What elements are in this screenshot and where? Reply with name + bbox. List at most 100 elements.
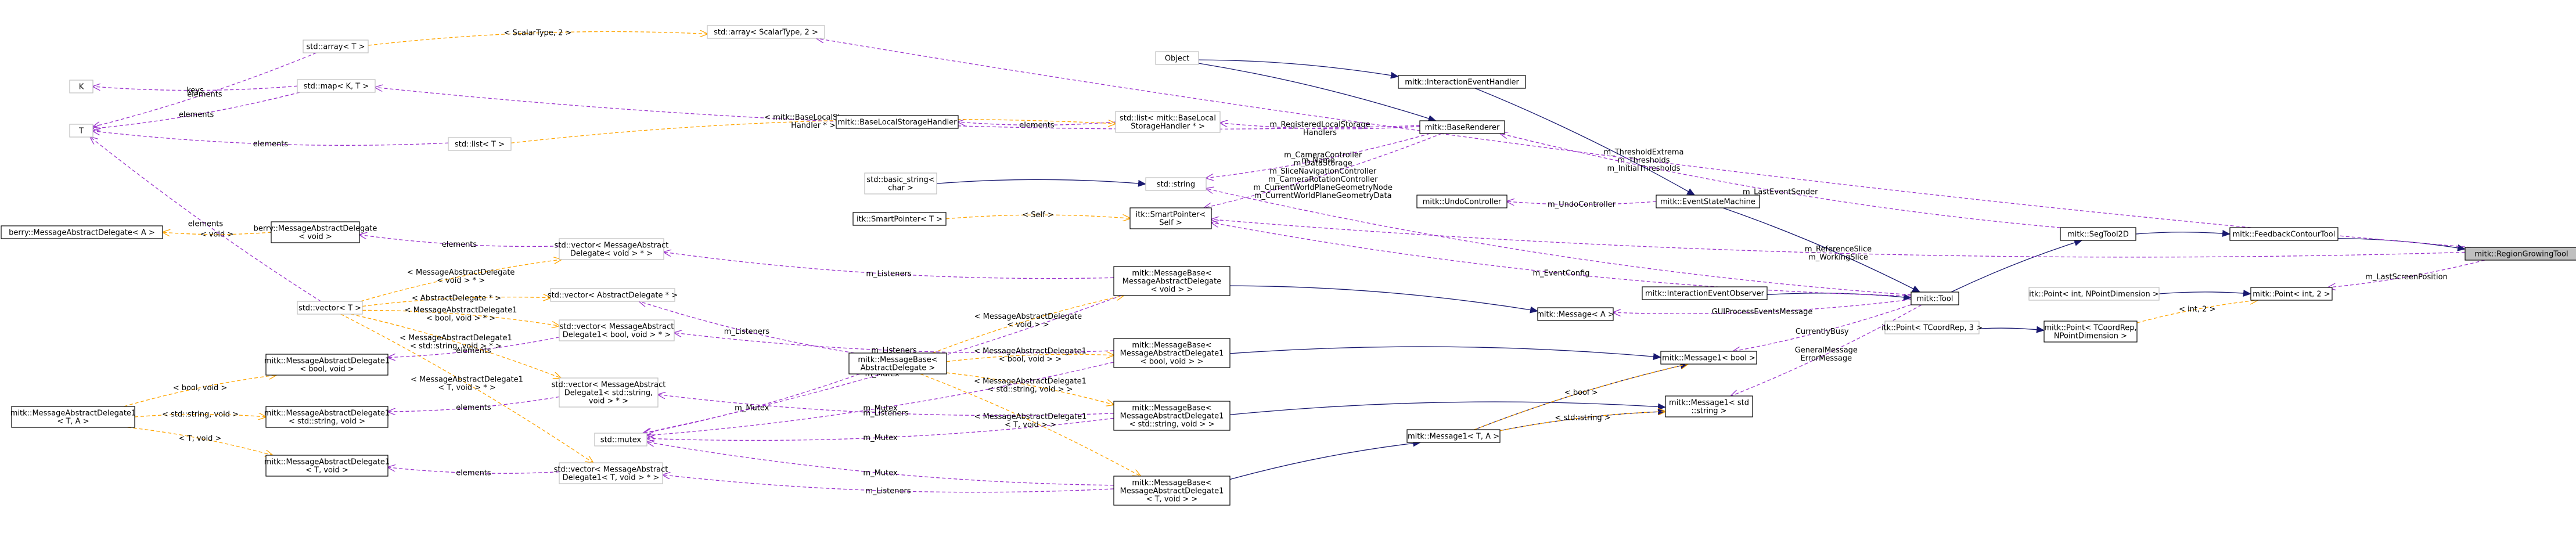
node-bstr[interactable]: std::basic_string<char > <box>864 172 937 195</box>
edge-line <box>1229 401 1666 415</box>
edge-line <box>1474 88 1696 196</box>
node-vecMAD1T[interactable]: std::vector< MessageAbstractDelegate1< T… <box>554 462 668 484</box>
edge-usage: m_LastEventSender <box>1500 134 2061 228</box>
edge-line <box>946 354 1114 362</box>
edge-template: < ScalarType, 2 > <box>368 29 707 46</box>
edge-template: < AbstractDelegate * > <box>362 294 551 307</box>
node-mbs[interactable]: mitk::MessageBase<MessageAbstractDelegat… <box>1113 401 1231 431</box>
node-label: < bool, void > > <box>1141 358 1204 366</box>
edge-inherit <box>1474 88 1696 196</box>
edge-label: m_Listeners <box>724 327 769 336</box>
node-undo[interactable]: mitk::UndoController <box>1416 195 1508 208</box>
node-box <box>707 25 825 39</box>
node-vecMADv[interactable]: std::vector< MessageAbstractDelegate< vo… <box>555 238 669 260</box>
node-mbAD[interactable]: mitk::MessageBase<AbstractDelegate > <box>848 352 947 375</box>
node-arrST2[interactable]: std::array< ScalarType, 2 > <box>707 25 825 39</box>
node-mad1TA[interactable]: mitk::MessageAbstractDelegate1< T, A > <box>10 406 136 428</box>
node-bmad[interactable]: berry::MessageAbstractDelegate< A > <box>1 225 163 239</box>
node-msg1b[interactable]: mitk::Message1< bool > <box>1660 351 1757 365</box>
edge-label: < T, void > <box>179 434 222 443</box>
edge-line <box>134 414 266 417</box>
node-label: mitk::Message1< bool > <box>1662 354 1755 363</box>
node-mpt[interactable]: mitk::Point< TCoordRep,NPointDimension > <box>2043 321 2138 343</box>
node-K[interactable]: K <box>69 80 93 93</box>
node-label: berry::MessageAbstractDelegate< A > <box>9 229 155 237</box>
edge-usage: m_Listeners <box>639 301 855 354</box>
edge-label: keys <box>186 87 204 95</box>
node-bmadv[interactable]: berry::MessageAbstractDelegate< void > <box>254 221 377 243</box>
node-blsh[interactable]: mitk::BaseLocalStorageHandler <box>836 115 959 129</box>
node-br[interactable]: mitk::BaseRenderer <box>1419 120 1505 134</box>
nodes-layer: mitk::RegionGrowingTool mitk::FeedbackCon… <box>1 25 2576 506</box>
node-itkspT[interactable]: itk::SmartPointer< T > <box>852 212 947 226</box>
node-ieo[interactable]: mitk::InteractionEventObserver <box>1642 286 1768 300</box>
edge-label: m_CameraRotationController <box>1268 175 1378 184</box>
node-mad1s[interactable]: mitk::MessageAbstractDelegate1< std::str… <box>264 406 390 428</box>
node-msg1s[interactable]: mitk::Message1< std::string > <box>1665 395 1753 417</box>
node-label: itk::SmartPointer< <box>1136 211 1206 219</box>
edge-label: < bool, void > <box>173 384 228 393</box>
node-vecT[interactable]: std::vector< T > <box>297 301 363 315</box>
edge-label: < void > <box>200 231 234 239</box>
edge-label: elements <box>188 219 224 228</box>
node-pt2[interactable]: mitk::Point< int, 2 > <box>2250 287 2333 301</box>
node-label: < std::string, void > > <box>1129 420 1214 429</box>
node-vecMAD1b[interactable]: std::vector< MessageAbstractDelegate1< b… <box>559 319 675 341</box>
edge-line <box>664 252 1114 279</box>
node-mad1T[interactable]: mitk::MessageAbstractDelegate1< T, void … <box>264 455 390 477</box>
node-msgA[interactable]: mitk::Message< A > <box>1537 307 1614 321</box>
node-msg1TA[interactable]: mitk::Message1< T, A > <box>1406 429 1501 443</box>
edge-label: elements <box>456 469 491 478</box>
edge-line <box>368 32 707 46</box>
edge-label: m_LastEventSender <box>1743 188 1818 196</box>
node-box <box>2028 287 2160 301</box>
node-box <box>1145 177 1207 191</box>
node-mbb[interactable]: mitk::MessageBase<MessageAbstractDelegat… <box>1113 338 1231 368</box>
node-obj[interactable]: Object <box>1155 51 1199 65</box>
node-mbT[interactable]: mitk::MessageBase<MessageAbstractDelegat… <box>1113 476 1231 506</box>
node-vecMAD1s[interactable]: std::vector< MessageAbstractDelegate1< s… <box>552 377 666 408</box>
node-mad1b[interactable]: mitk::MessageAbstractDelegate1< bool, vo… <box>264 354 390 376</box>
edge-label: Handler * > <box>791 121 836 130</box>
node-label: std::mutex <box>600 436 642 445</box>
edge-usage: m_CameraControllerm_DataStoragem_SliceNa… <box>1204 133 1442 208</box>
edge-label: < AbstractDelegate * > <box>412 294 501 303</box>
node-label: std::array< ScalarType, 2 > <box>714 28 818 37</box>
edge-line <box>1507 201 1657 204</box>
node-vecAD[interactable]: std::vector< AbstractDelegate * > <box>548 288 678 302</box>
node-listT[interactable]: std::list< T > <box>448 137 512 151</box>
edge-label: elements <box>187 90 222 99</box>
node-mbv[interactable]: mitk::MessageBase<MessageAbstractDelegat… <box>1113 266 1231 296</box>
node-arrT[interactable]: std::array< T > <box>303 39 369 53</box>
edge-label: < MessageAbstractDelegate1 <box>405 306 517 315</box>
edge-label: < bool > <box>1564 388 1598 397</box>
node-label: Object <box>1165 55 1189 63</box>
node-itkspS[interactable]: itk::SmartPointer<Self > <box>1129 207 1212 229</box>
edge-inherit <box>1978 326 2045 333</box>
node-label: mitk::Message< A > <box>1537 311 1614 319</box>
node-itkpt2[interactable]: itk::Point< int, NPointDimension > <box>2028 287 2160 301</box>
node-tool[interactable]: mitk::Tool <box>1911 291 1959 305</box>
node-fct[interactable]: mitk::FeedbackContourTool <box>2229 227 2338 241</box>
node-T[interactable]: T <box>69 124 93 138</box>
node-label: mitk::BaseLocalStorageHandler <box>837 118 957 127</box>
node-stdstr[interactable]: std::string <box>1145 177 1207 191</box>
node-map[interactable]: std::map< K, T > <box>297 79 376 93</box>
edge-line <box>2337 238 2466 251</box>
node-mutex[interactable]: std::mutex <box>594 433 647 447</box>
node-label: < T, void > <box>305 466 348 475</box>
node-box <box>1884 321 1980 334</box>
edge-line <box>1733 304 1912 351</box>
node-box <box>559 462 663 484</box>
edge-line <box>663 475 1114 493</box>
node-itkpt3[interactable]: itk::Point< TCoordRep, 3 > <box>1881 321 1983 334</box>
node-esm[interactable]: mitk::EventStateMachine <box>1656 195 1760 208</box>
edge-label: m_Mutex <box>863 404 897 413</box>
node-label: itk::Point< int, NPointDimension > <box>2029 290 2159 299</box>
node-label: itk::Point< TCoordRep, 3 > <box>1881 324 1983 333</box>
node-rgt[interactable]: mitk::RegionGrowingTool <box>2465 247 2576 261</box>
node-ieh[interactable]: mitk::InteractionEventHandler <box>1398 75 1526 89</box>
node-st2d[interactable]: mitk::SegTool2D <box>2060 227 2136 241</box>
edge-template: < MessageAbstractDelegate1< std::string,… <box>351 314 561 378</box>
node-listBLSH[interactable]: std::list< mitk::BaseLocalStorageHandler… <box>1115 111 1221 133</box>
